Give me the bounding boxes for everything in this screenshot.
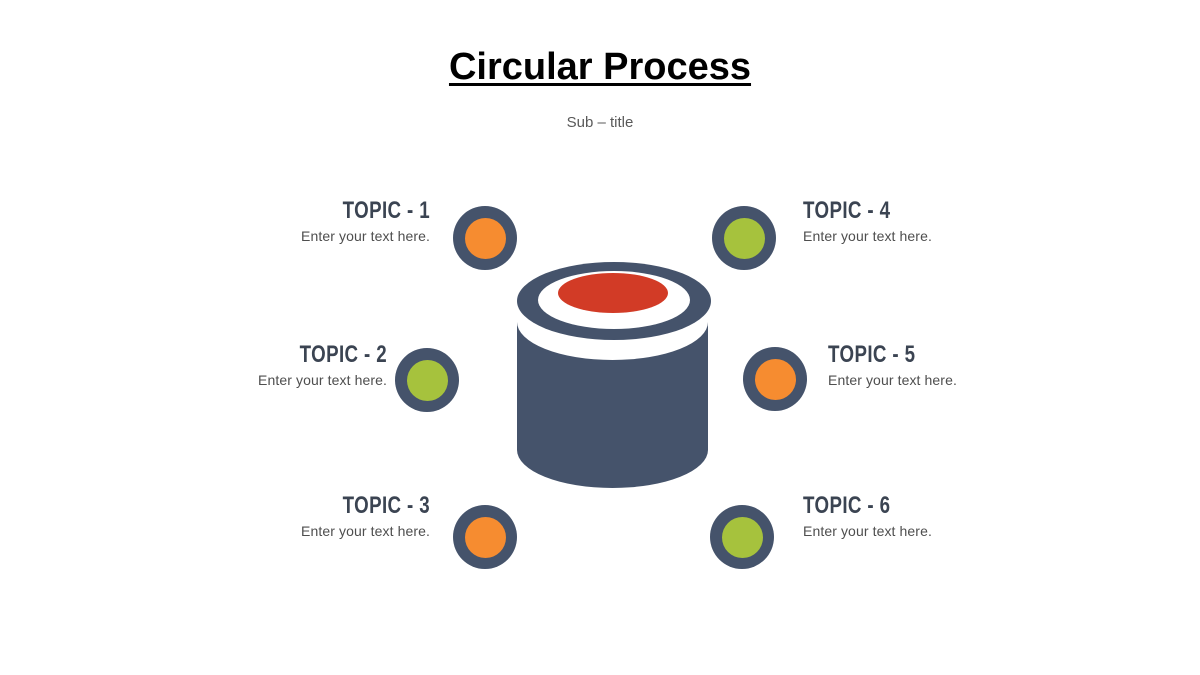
topic-2-description: Enter your text here.	[258, 372, 387, 388]
topic-3-dot-icon	[464, 516, 506, 558]
topic-6-marker-icon	[710, 505, 774, 569]
topic-5-dot-icon	[754, 358, 796, 400]
topic-5-label: TOPIC - 5	[828, 341, 957, 368]
topic-6-dot-icon	[721, 516, 763, 558]
topic-label-text: TOPIC - 6	[803, 492, 891, 519]
topic-1-description: Enter your text here.	[301, 228, 430, 244]
topic-4-marker-icon	[712, 206, 776, 270]
topic-1-marker-icon	[453, 206, 517, 270]
topic-6-description: Enter your text here.	[803, 523, 932, 539]
topic-3-marker-icon	[453, 505, 517, 569]
topic-1-dot-icon	[464, 217, 506, 259]
topic-label-text: TOPIC - 3	[342, 492, 430, 519]
topic-item-2: TOPIC - 2 Enter your text here.	[258, 341, 387, 388]
topic-5-marker-icon	[743, 347, 807, 411]
sushi-filling	[558, 273, 668, 313]
topic-item-1: TOPIC - 1 Enter your text here.	[301, 197, 430, 244]
topic-4-label: TOPIC - 4	[803, 197, 932, 224]
topic-label-text: TOPIC - 4	[803, 197, 891, 224]
topic-item-5: TOPIC - 5 Enter your text here.	[828, 341, 957, 388]
topic-item-4: TOPIC - 4 Enter your text here.	[803, 197, 932, 244]
page-title: Circular Process	[448, 46, 752, 88]
topic-4-description: Enter your text here.	[803, 228, 932, 244]
topic-6-label: TOPIC - 6	[803, 492, 932, 519]
topic-4-dot-icon	[723, 217, 765, 259]
topic-5-description: Enter your text here.	[828, 372, 957, 388]
topic-label-text: TOPIC - 2	[299, 341, 387, 368]
topic-3-description: Enter your text here.	[301, 523, 430, 539]
topic-2-dot-icon	[406, 359, 448, 401]
page-subtitle: Sub – title	[566, 114, 634, 131]
sushi-body	[517, 322, 708, 488]
topic-2-marker-icon	[395, 348, 459, 412]
topic-2-label: TOPIC - 2	[258, 341, 387, 368]
topic-label-text: TOPIC - 5	[828, 341, 916, 368]
topic-item-3: TOPIC - 3 Enter your text here.	[301, 492, 430, 539]
topic-label-text: TOPIC - 1	[342, 197, 430, 224]
topic-3-label: TOPIC - 3	[301, 492, 430, 519]
topic-1-label: TOPIC - 1	[301, 197, 430, 224]
topic-item-6: TOPIC - 6 Enter your text here.	[803, 492, 932, 539]
